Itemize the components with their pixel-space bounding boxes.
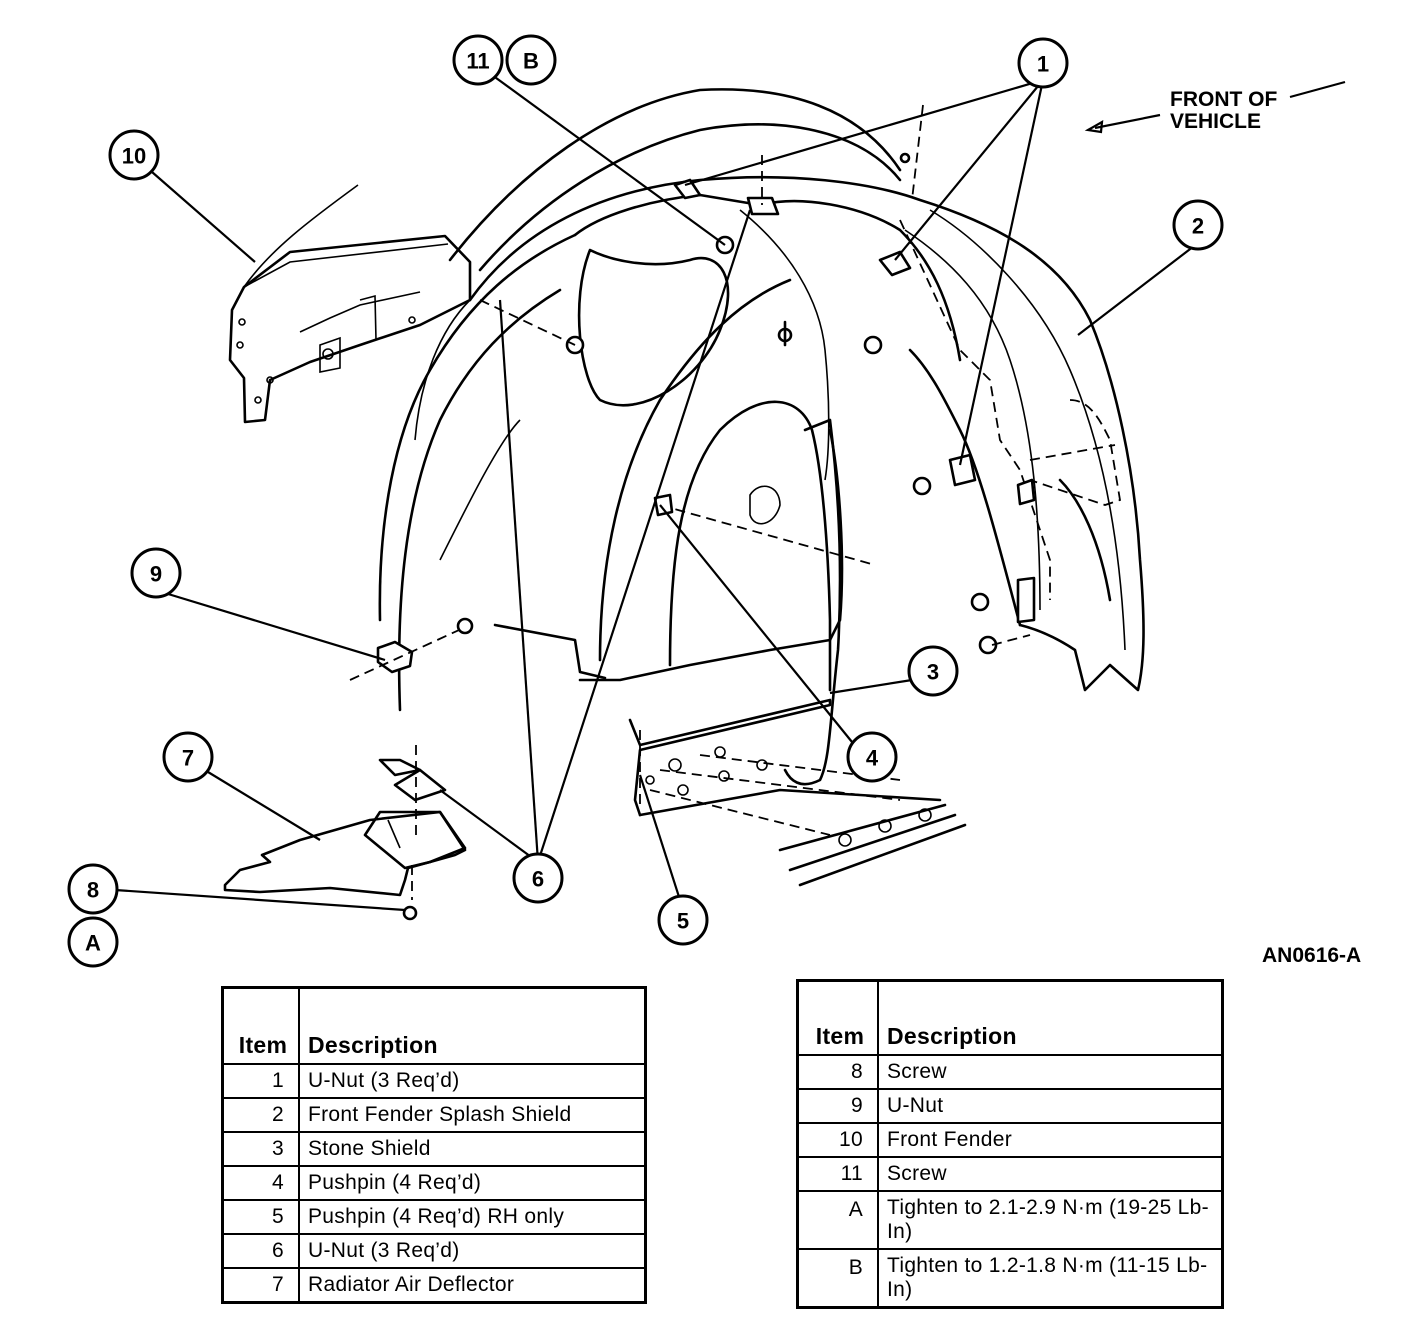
- item-number: 5: [221, 1199, 300, 1235]
- callout-1: 1: [1017, 37, 1069, 89]
- item-description: Tighten to 2.1-2.9 N·m (19-25 Lb-In): [877, 1190, 1224, 1250]
- svg-text:3: 3: [927, 660, 939, 685]
- item-description: Screw: [877, 1054, 1224, 1090]
- exploded-view-diagram: FRONT OF VEHICLE 1 2 3 4 5 6 7 8 9 10 11…: [67, 34, 1346, 968]
- item-description: U-Nut: [877, 1088, 1224, 1124]
- stone-shield-rail: [628, 698, 967, 887]
- item-number: B: [796, 1248, 879, 1309]
- item-description: Screw: [877, 1156, 1224, 1192]
- callout-8: 8: [67, 863, 119, 915]
- item-description: Radiator Air Deflector: [298, 1267, 647, 1304]
- callout-7: 7: [162, 731, 214, 783]
- stone-shield-part: [439, 193, 962, 786]
- item-number: 8: [796, 1054, 879, 1090]
- table-header-row: Item Description: [221, 986, 647, 1065]
- front-of-vehicle-label-line2: VEHICLE: [1170, 110, 1261, 133]
- svg-text:10: 10: [122, 144, 146, 169]
- svg-text:11: 11: [466, 49, 489, 74]
- item-number: 9: [796, 1088, 879, 1124]
- svg-text:6: 6: [532, 867, 544, 892]
- svg-text:8: 8: [87, 878, 99, 903]
- item-description: Pushpin (4 Req’d) RH only: [298, 1199, 647, 1235]
- item-number: 4: [221, 1165, 300, 1201]
- item-description: U-Nut (3 Req’d): [298, 1063, 647, 1099]
- column-header-description: Description: [877, 979, 1224, 1056]
- callout-10: 10: [108, 129, 160, 181]
- front-of-vehicle-label-line1: FRONT OF: [1170, 88, 1277, 111]
- svg-text:2: 2: [1192, 214, 1204, 239]
- callout-6: 6: [512, 852, 564, 904]
- item-description: Pushpin (4 Req’d): [298, 1165, 647, 1201]
- callout-4: 4: [846, 731, 898, 783]
- callout-5: 5: [657, 894, 709, 946]
- column-header-item: Item: [221, 986, 300, 1065]
- svg-text:4: 4: [866, 746, 879, 771]
- item-number: 10: [796, 1122, 879, 1158]
- column-header-item: Item: [796, 979, 879, 1056]
- table-header-row: Item Description: [796, 979, 1224, 1056]
- front-fender-part: [228, 184, 472, 424]
- splash-shield-part: [378, 88, 1145, 712]
- fasteners: [349, 104, 1036, 921]
- item-description: Tighten to 1.2-1.8 N·m (11-15 Lb-In): [877, 1248, 1224, 1309]
- figure-code: AN0616-A: [1262, 944, 1362, 967]
- item-number: 1: [221, 1063, 300, 1099]
- item-number: 3: [221, 1131, 300, 1167]
- callout-2: 2: [1172, 199, 1224, 251]
- item-number: 2: [221, 1097, 300, 1133]
- callout-3: 3: [907, 645, 959, 697]
- item-description: Front Fender Splash Shield: [298, 1097, 647, 1133]
- column-header-description: Description: [298, 986, 647, 1065]
- item-number: A: [796, 1190, 879, 1250]
- item-description: Front Fender: [877, 1122, 1224, 1158]
- item-description: Stone Shield: [298, 1131, 647, 1167]
- item-description: U-Nut (3 Req’d): [298, 1233, 647, 1269]
- svg-text:9: 9: [150, 562, 162, 587]
- svg-text:5: 5: [677, 909, 689, 934]
- leader-lines: [114, 74, 1346, 912]
- item-number: 6: [221, 1233, 300, 1269]
- callout-b: B: [505, 34, 557, 86]
- callout-a: A: [67, 916, 119, 968]
- callout-11: 11: [452, 34, 504, 86]
- svg-text:1: 1: [1037, 52, 1049, 77]
- svg-text:7: 7: [182, 746, 194, 771]
- svg-text:A: A: [85, 931, 101, 956]
- item-number: 7: [221, 1267, 300, 1304]
- callout-9: 9: [130, 547, 182, 599]
- item-number: 11: [796, 1156, 879, 1192]
- svg-text:B: B: [523, 49, 539, 74]
- air-deflector-part: [223, 745, 467, 900]
